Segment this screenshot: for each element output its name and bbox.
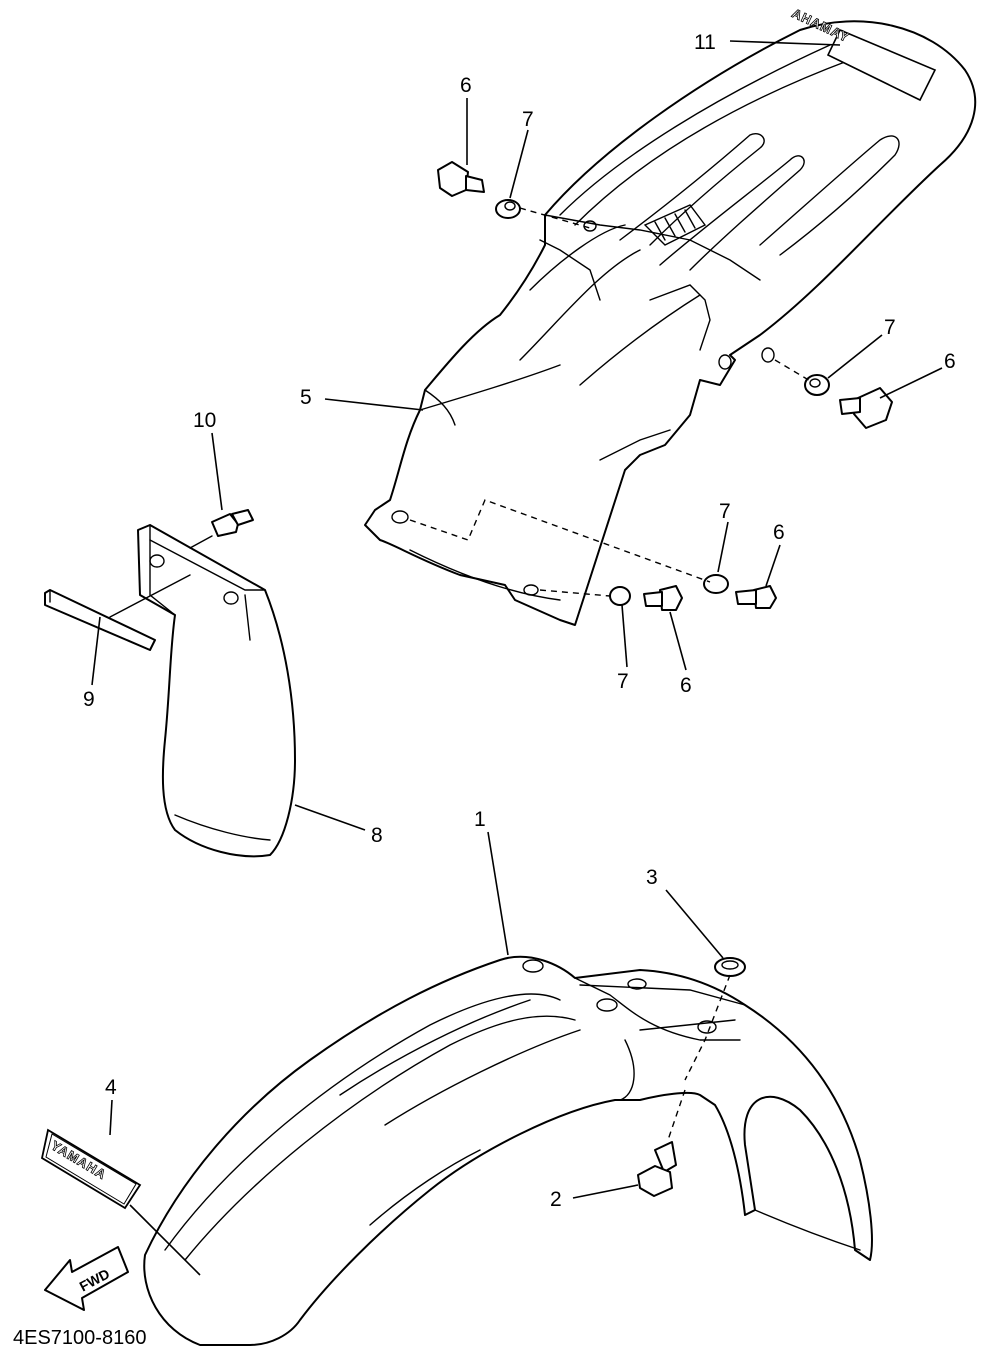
bolt-6-right [839, 387, 893, 429]
callout-8: 8 [371, 824, 383, 847]
callout-2: 2 [550, 1188, 562, 1211]
callout-7-upper: 7 [522, 108, 534, 131]
leader-lines [91, 40, 943, 1276]
callout-11: 11 [694, 31, 716, 54]
washer-7-right [804, 374, 830, 396]
callout-4: 4 [105, 1076, 117, 1099]
callout-1: 1 [474, 808, 486, 831]
bolt-10 [211, 509, 254, 537]
callout-6-upper-left: 6 [460, 74, 472, 97]
callout-10: 10 [193, 409, 216, 432]
bolt-6-upper-left [437, 161, 485, 197]
callout-5: 5 [300, 386, 312, 409]
callout-7-lower: 7 [617, 670, 629, 693]
callout-6-mid-right: 6 [773, 521, 785, 544]
callout-9: 9 [83, 688, 95, 711]
fwd-arrow: FWD [44, 1246, 129, 1311]
washer-7-lower [609, 586, 631, 606]
washer-7-upper [495, 199, 521, 219]
rear-flap [137, 524, 296, 858]
washer-7-mid-right [703, 574, 729, 594]
assembly-lines [109, 207, 813, 1141]
front-fender [143, 955, 873, 1346]
reflector-hatch [643, 204, 707, 246]
rear-fender: YAMAHA [364, 5, 977, 626]
callout-7-right: 7 [884, 316, 896, 339]
bolt-6-mid-right [735, 585, 777, 609]
callout-3: 3 [646, 866, 658, 889]
grommet-3 [714, 957, 746, 977]
callout-6-lower: 6 [680, 674, 692, 697]
callout-6-right: 6 [944, 350, 956, 373]
callouts: 11 6 7 7 6 5 10 7 6 7 6 9 8 1 3 2 4 [83, 31, 956, 1211]
callout-7-mid-right: 7 [719, 500, 731, 523]
diagram-code: 4ES7100-8160 [13, 1327, 146, 1349]
yamaha-decal: YAMAHA [40, 1128, 142, 1210]
bolt-6-lower [643, 585, 683, 611]
bolt-2 [637, 1141, 677, 1197]
